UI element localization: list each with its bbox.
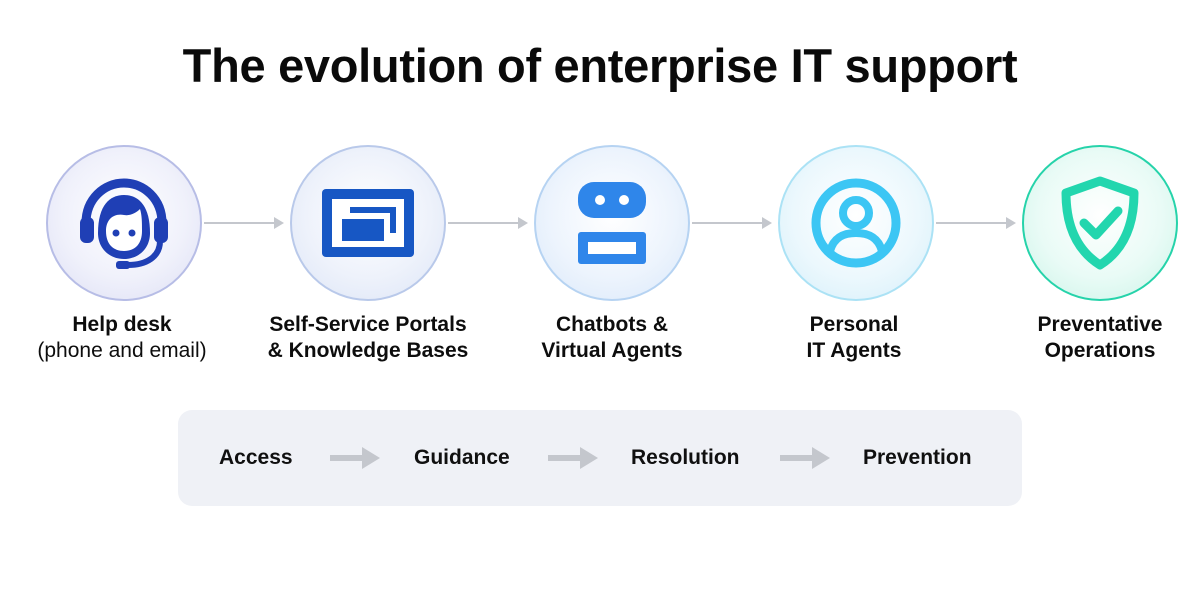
browser-window-icon [322,189,414,257]
progression-arrow-icon [548,447,598,469]
stage-label-preventative: Preventative Operations [1037,313,1163,362]
flow-arrow-icon [448,217,528,229]
stage-circle [534,145,690,301]
progression-step-prevention: Prevention [863,446,972,469]
page-title: The evolution of enterprise IT support [182,39,1018,92]
stage-self-service [290,145,446,301]
stage-chatbots [534,145,690,301]
stage-help-desk [46,145,202,301]
shield-check-icon [1061,176,1139,270]
robot-icon [578,182,646,264]
headset-agent-icon [80,178,168,269]
flow-arrow-icon [204,217,284,229]
stage-circle [778,145,934,301]
stage-preventative [1022,145,1178,301]
stage-circle [1022,145,1178,301]
progression-step-resolution: Resolution [631,446,740,469]
flow-arrow-icon [692,217,772,229]
progression-step-access: Access [219,446,293,469]
stage-circle [46,145,202,301]
flow-arrow-icon [936,217,1016,229]
progression-bar: Access Guidance Resolution Prevention [178,410,1022,506]
stage-personal-agents [778,145,934,301]
stage-label-chatbots: Chatbots & Virtual Agents [541,313,683,362]
progression-arrow-icon [780,447,830,469]
stage-label-personal-agents: Personal IT Agents [806,313,902,362]
stage-label-help-desk: Help desk (phone and email) [37,313,207,362]
stage-circle [290,145,446,301]
stage-label-self-service: Self-Service Portals & Knowledge Bases [267,313,469,362]
progression-arrow-icon [330,447,380,469]
progression-step-guidance: Guidance [414,446,510,469]
user-circle-icon [811,178,901,268]
